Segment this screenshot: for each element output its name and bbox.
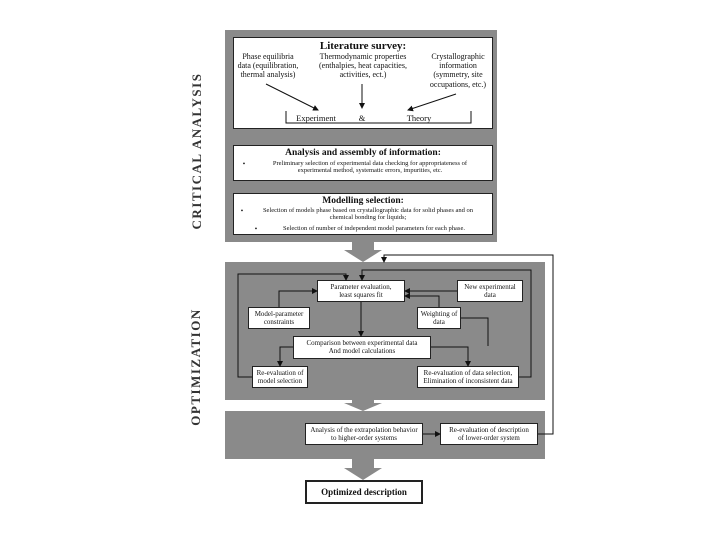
literature-col-phase-equilibria: Phase equilibria data (equilibration, th… xyxy=(237,52,299,80)
experiment-label: Experiment xyxy=(296,113,336,123)
model-parameter-constraints-text: Model-parameter constraints xyxy=(254,310,304,327)
literature-arrows xyxy=(265,83,457,112)
weighting-of-data-text: Weighting of data xyxy=(420,310,458,327)
literature-title: Literature survey: xyxy=(319,40,407,52)
reevaluation-model-selection-text: Re-evaluation of model selection xyxy=(256,369,304,386)
theory-label: Theory xyxy=(406,113,432,123)
reevaluation-lower-order-box: Re-evaluation of description of lower-or… xyxy=(440,423,538,445)
modelling-title: Modelling selection: xyxy=(322,196,404,206)
extrapolation-analysis-box: Analysis of the extrapolation behavior t… xyxy=(305,423,423,445)
new-experimental-data-text: New experimental data xyxy=(464,283,516,300)
reevaluation-lower-order-text: Re-evaluation of description of lower-or… xyxy=(449,426,529,443)
modelling-bullet-marker-2: • xyxy=(254,225,258,233)
ampersand-label: & xyxy=(358,113,366,123)
optimized-description-box: Optimized description xyxy=(305,480,423,504)
model-parameter-constraints-box: Model-parameter constraints xyxy=(248,307,310,329)
analysis-bullet-text: Preliminary selection of experimental da… xyxy=(272,160,468,175)
extrapolation-connectors xyxy=(381,254,554,437)
analysis-assembly-box: Analysis and assembly of information: • … xyxy=(233,145,493,181)
optimization-connectors xyxy=(237,269,532,378)
new-experimental-data-box: New experimental data xyxy=(457,280,523,302)
optimized-description-text: Optimized description xyxy=(321,487,407,497)
flow-arrows-large xyxy=(344,130,382,480)
modelling-selection-box: Modelling selection: • Selection of mode… xyxy=(233,193,493,235)
literature-survey-box: Literature survey: Phase equilibria data… xyxy=(233,37,493,129)
modelling-bullet-2: Selection of number of independent model… xyxy=(283,225,465,232)
experiment-theory-bracket xyxy=(285,111,472,124)
weighting-of-data-box: Weighting of data xyxy=(417,307,461,329)
extrapolation-analysis-text: Analysis of the extrapolation behavior t… xyxy=(310,426,418,443)
parameter-evaluation-text: Parameter evaluation, least squares fit xyxy=(330,283,392,300)
modelling-bullet-1: Selection of models phase based on cryst… xyxy=(262,207,474,222)
literature-col-thermodynamic: Thermodynamic properties (enthalpies, he… xyxy=(319,52,407,80)
analysis-bullet-marker: • xyxy=(242,160,246,168)
modelling-bullet-marker-1: • xyxy=(240,207,244,215)
analysis-title: Analysis and assembly of information: xyxy=(285,148,441,158)
comparison-text: Comparison between experimental data And… xyxy=(306,339,418,356)
reevaluation-data-selection-text: Re-evaluation of data selection, Elimina… xyxy=(423,369,513,386)
literature-col-crystallographic: Crystallographic information (symmetry, … xyxy=(429,52,487,89)
